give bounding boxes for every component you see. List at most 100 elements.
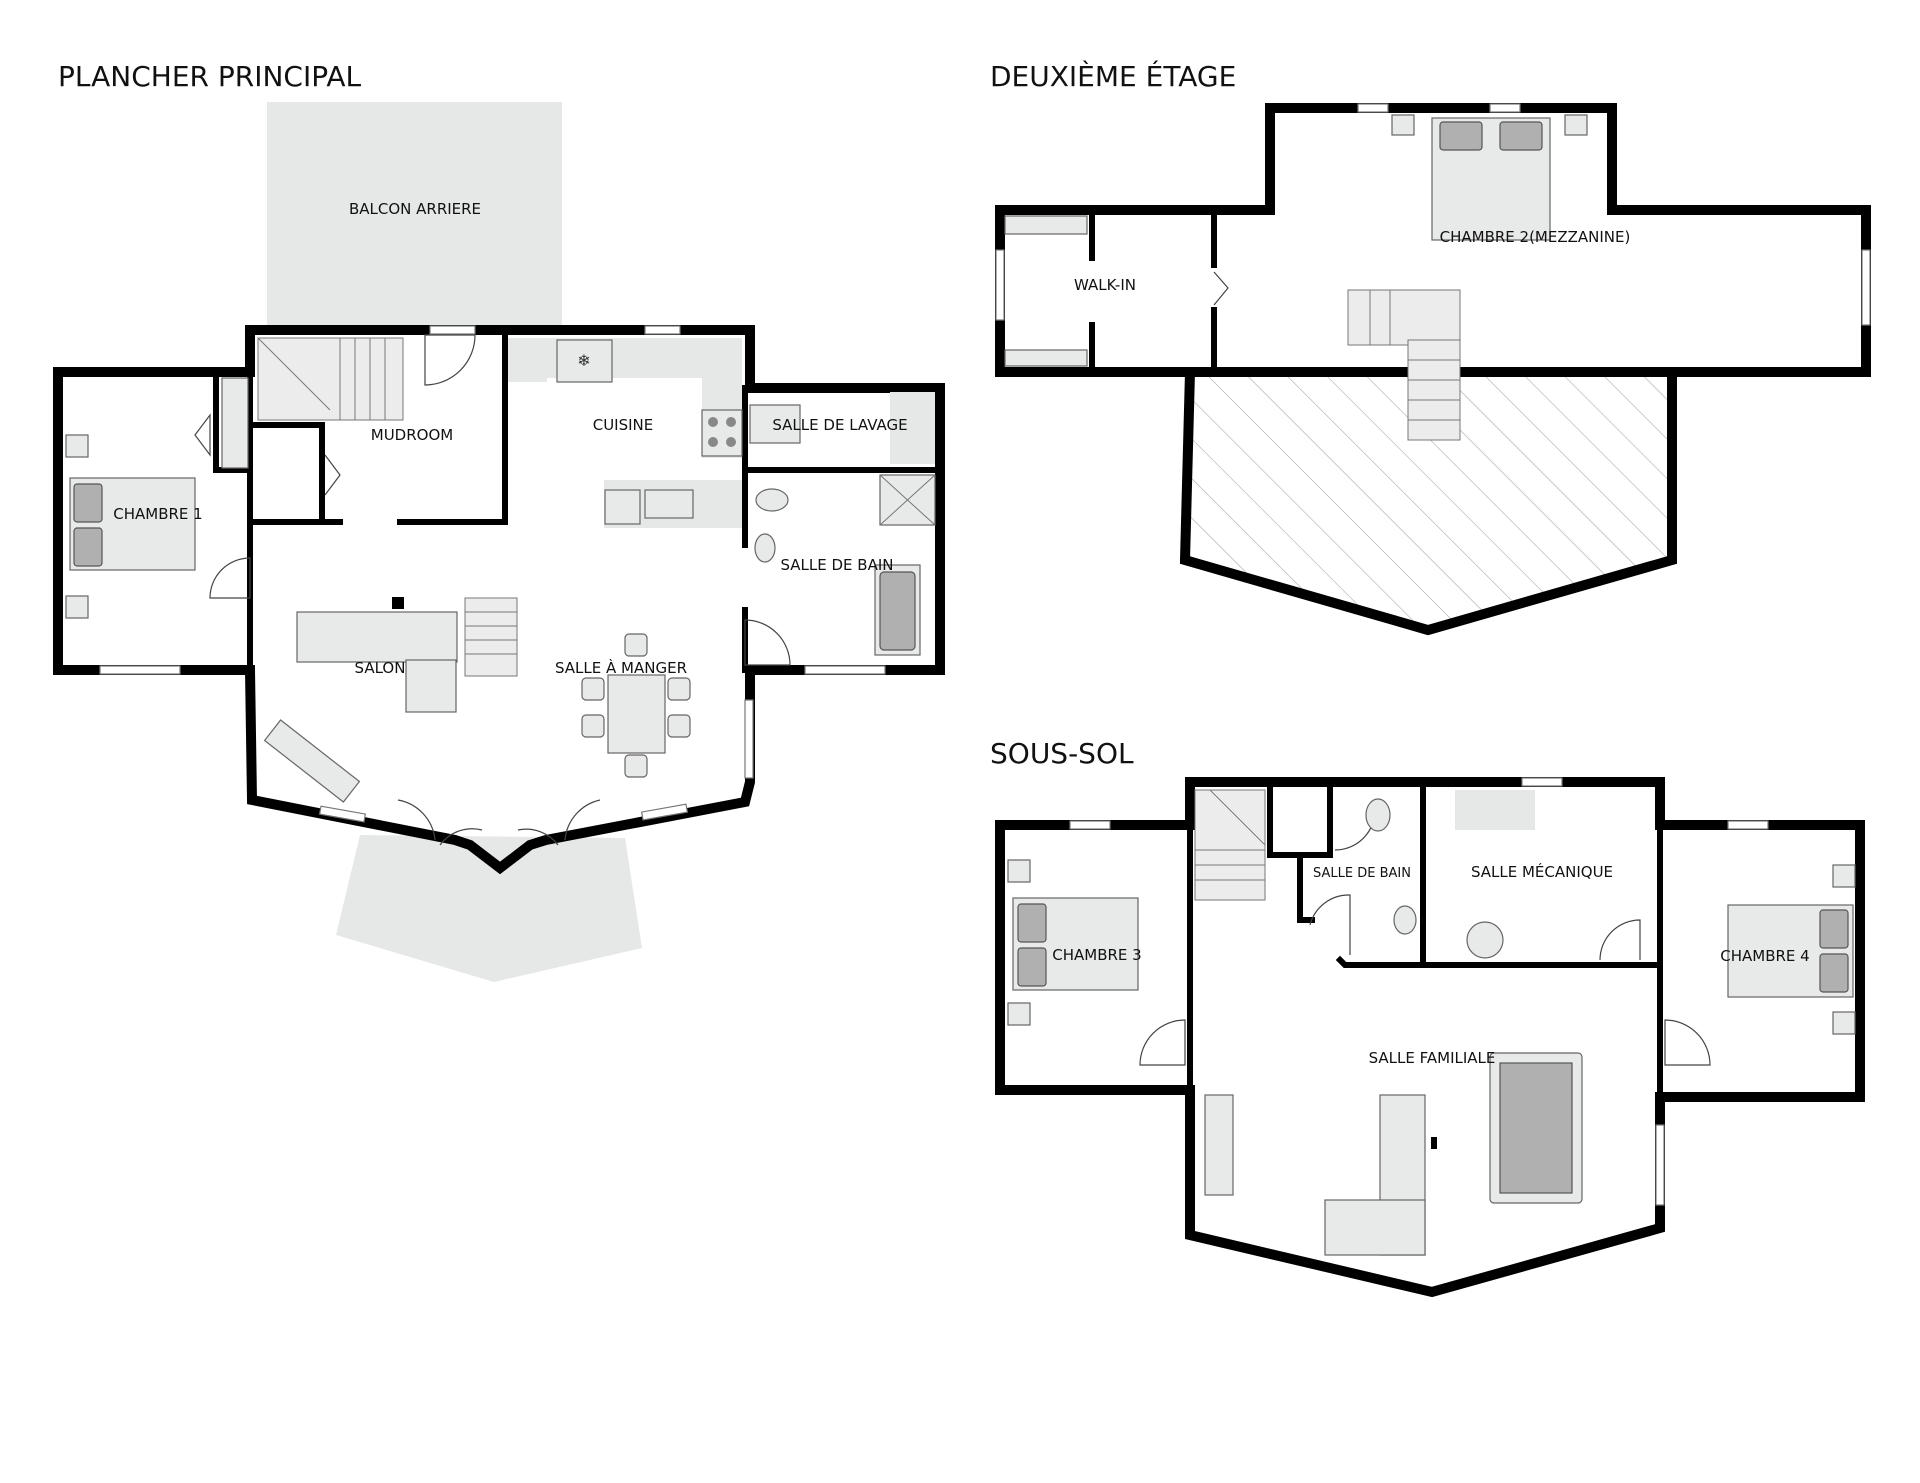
bifold-door bbox=[194, 413, 211, 457]
sofa-chaise bbox=[1324, 1199, 1426, 1256]
pillow bbox=[1017, 903, 1047, 943]
stair-steps bbox=[257, 337, 386, 420]
staircase bbox=[1407, 339, 1461, 441]
post bbox=[1431, 1137, 1437, 1149]
wall-mecanique-bottom bbox=[1335, 955, 1663, 968]
stair-steps bbox=[1195, 789, 1266, 881]
door-swing bbox=[1599, 919, 1641, 961]
closet-rod bbox=[1004, 215, 1088, 235]
bifold-door bbox=[1213, 271, 1229, 306]
room-label-familiale: SALLE FAMILIALE bbox=[1369, 1049, 1496, 1067]
chair bbox=[667, 677, 691, 701]
stair-steps bbox=[1369, 290, 1460, 421]
wall-bain-left bbox=[1297, 852, 1315, 923]
laundry-counter bbox=[890, 392, 935, 464]
room-label-walkin: WALK-IN bbox=[1074, 276, 1136, 294]
chair bbox=[624, 633, 648, 657]
stove bbox=[701, 409, 743, 457]
staircase bbox=[1194, 789, 1266, 901]
wall-mudroom-right bbox=[397, 327, 508, 525]
sink bbox=[1393, 905, 1417, 935]
window bbox=[640, 803, 689, 821]
pillow bbox=[1017, 947, 1047, 987]
room-label-chambre1: CHAMBRE 1 bbox=[113, 505, 202, 523]
door-swing bbox=[1309, 894, 1351, 955]
tv-console bbox=[1204, 1094, 1234, 1196]
nightstand bbox=[1832, 1011, 1856, 1035]
bathtub-basin bbox=[879, 571, 916, 651]
room-label-chambre3: CHAMBRE 3 bbox=[1052, 946, 1141, 964]
window bbox=[429, 325, 476, 335]
bifold-door bbox=[324, 454, 341, 496]
burner-icon bbox=[726, 417, 736, 427]
burner-icon bbox=[708, 417, 718, 427]
pillow bbox=[1819, 953, 1849, 993]
second-floor-title: DEUXIÈME ÉTAGE bbox=[990, 59, 1236, 93]
second-floor-plan: DEUXIÈME ÉTAGE bbox=[990, 59, 1871, 636]
pillow bbox=[73, 483, 103, 523]
wall-chambre1-closet bbox=[213, 369, 253, 473]
door-swing bbox=[1664, 1019, 1711, 1066]
window bbox=[1489, 103, 1521, 113]
front-deck-area bbox=[336, 835, 642, 982]
chair bbox=[581, 677, 605, 701]
window bbox=[1727, 820, 1769, 830]
toilet bbox=[1365, 798, 1391, 832]
sink bbox=[754, 533, 776, 563]
sofa bbox=[296, 611, 458, 663]
room-label-bain-ss: SALLE DE BAIN bbox=[1313, 866, 1411, 881]
staircase bbox=[257, 337, 404, 421]
basement-outer-wall bbox=[995, 777, 1865, 1298]
dishwasher bbox=[604, 489, 641, 525]
main-floor-plan: PLANCHER PRINCIPAL bbox=[53, 60, 945, 982]
window bbox=[1357, 103, 1389, 113]
staircase-down bbox=[464, 597, 518, 677]
room-label-salon: SALON bbox=[355, 659, 406, 677]
window bbox=[1861, 249, 1871, 326]
back-balcony-area bbox=[267, 102, 562, 330]
nightstand bbox=[1007, 859, 1031, 883]
chair bbox=[581, 714, 605, 738]
burner-icon bbox=[726, 437, 736, 447]
window bbox=[99, 665, 181, 675]
dining-table bbox=[607, 674, 666, 754]
room-label-lavage: SALLE DE LAVAGE bbox=[772, 416, 907, 434]
staircase bbox=[1347, 289, 1461, 346]
door-swing bbox=[744, 619, 791, 666]
room-label-cuisine: CUISINE bbox=[593, 416, 654, 434]
window bbox=[804, 665, 886, 675]
door-swing bbox=[424, 334, 476, 386]
chair bbox=[667, 714, 691, 738]
pillow bbox=[73, 527, 103, 567]
room-label-mudroom: MUDROOM bbox=[371, 426, 453, 444]
toilet bbox=[755, 488, 789, 512]
window bbox=[1521, 777, 1563, 787]
wall-closet bbox=[1267, 779, 1333, 858]
closet-rod bbox=[1004, 349, 1088, 367]
room-label-chambre4: CHAMBRE 4 bbox=[1720, 947, 1809, 965]
window bbox=[318, 805, 367, 823]
door-swing bbox=[564, 799, 601, 841]
door-swing bbox=[517, 828, 559, 846]
door-swing bbox=[397, 799, 436, 841]
room-label-chambre2: CHAMBRE 2(MEZZANINE) bbox=[1440, 228, 1631, 246]
room-label-bain: SALLE DE BAIN bbox=[780, 556, 893, 574]
water-heater bbox=[1466, 921, 1504, 959]
room-label-mecanique: SALLE MÉCANIQUE bbox=[1471, 862, 1613, 881]
door-swing bbox=[209, 557, 251, 599]
nightstand bbox=[65, 595, 89, 619]
room-label-balcon: BALCON ARRIERE bbox=[349, 200, 481, 218]
main-floor-title: PLANCHER PRINCIPAL bbox=[58, 60, 361, 93]
door-swing bbox=[439, 828, 483, 846]
window bbox=[1655, 1124, 1665, 1206]
nightstand bbox=[1564, 114, 1588, 136]
sink bbox=[644, 489, 694, 519]
room-label-salle-a-manger: SALLE À MANGER bbox=[555, 658, 687, 677]
window bbox=[995, 249, 1005, 321]
stair-steps bbox=[465, 611, 517, 655]
nightstand bbox=[1391, 114, 1415, 136]
basement-title: SOUS-SOL bbox=[990, 737, 1134, 770]
fridge-icon: ❄ bbox=[577, 353, 590, 370]
pillow bbox=[1499, 121, 1543, 151]
